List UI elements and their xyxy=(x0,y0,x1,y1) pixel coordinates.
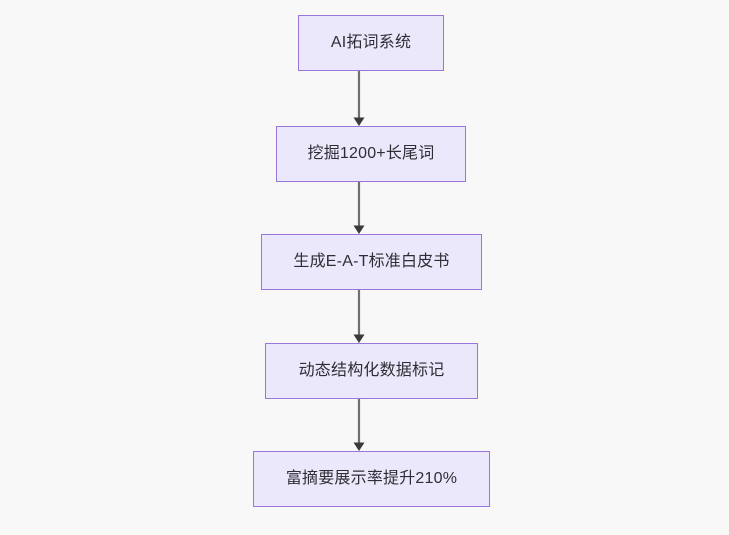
flow-edge-n3-to-n4 xyxy=(347,290,371,343)
flow-node-label: 动态结构化数据标记 xyxy=(298,362,445,380)
flow-node-label: 生成E-A-T标准白皮书 xyxy=(293,253,450,271)
flow-node-label: 挖掘1200+长尾词 xyxy=(307,145,435,163)
flow-node-label: 富摘要展示率提升210% xyxy=(285,470,458,488)
flow-edge-n1-to-n2 xyxy=(347,71,371,126)
flow-node-n3[interactable]: 生成E-A-T标准白皮书 xyxy=(261,234,482,290)
arrowhead-icon xyxy=(353,334,365,343)
flow-node-n2[interactable]: 挖掘1200+长尾词 xyxy=(276,126,466,182)
flow-edge-n4-to-n5 xyxy=(347,399,371,451)
arrowhead-icon xyxy=(353,117,365,126)
arrowhead-icon xyxy=(353,442,365,451)
flow-edge-n2-to-n3 xyxy=(347,182,371,234)
flow-node-label: AI拓词系统 xyxy=(330,34,412,52)
flow-node-n1[interactable]: AI拓词系统 xyxy=(298,15,444,71)
arrowhead-icon xyxy=(353,225,365,234)
flow-node-n4[interactable]: 动态结构化数据标记 xyxy=(265,343,478,399)
flow-node-n5[interactable]: 富摘要展示率提升210% xyxy=(253,451,490,507)
